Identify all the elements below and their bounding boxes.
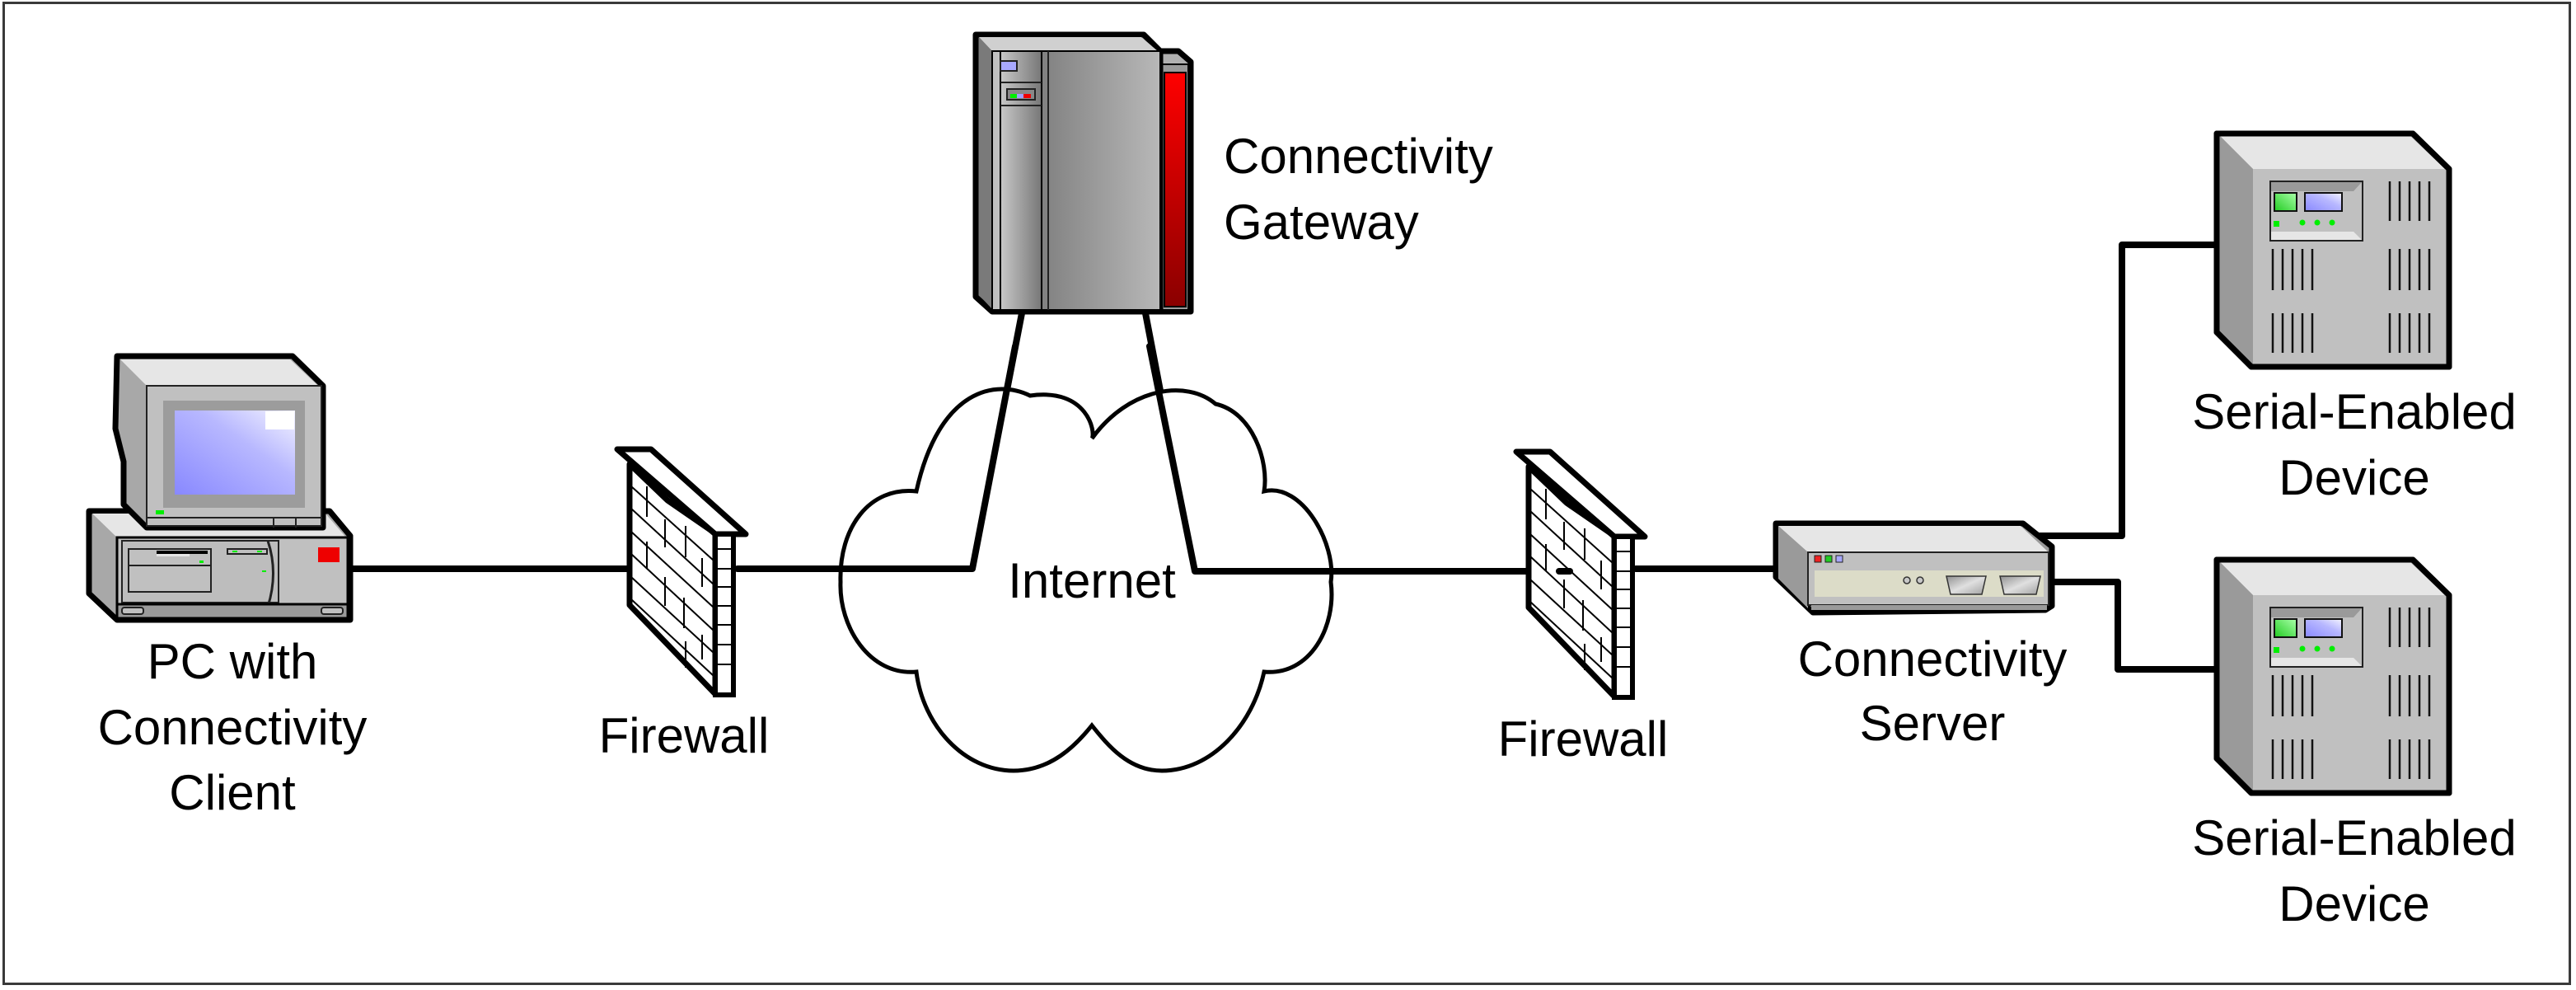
link-connserver-device-top	[2032, 242, 2224, 539]
serial-device-top-node[interactable]: Serial-Enabled Device	[2192, 130, 2517, 505]
conn-server-label-line-1: Connectivity	[1798, 631, 2068, 687]
link-gateway-internet-inner	[1146, 343, 1342, 575]
gateway-label-line-2: Gateway	[1224, 195, 1419, 250]
desktop-computer-icon	[86, 353, 354, 623]
pc-label-line-3: Client	[169, 765, 296, 820]
serial-device-icon	[2213, 556, 2452, 796]
device-bottom-label-line-2: Device	[2279, 876, 2429, 931]
conn-server-label-line-2: Server	[1860, 696, 2006, 751]
link-firewall-internet-inner	[833, 343, 1019, 572]
mainframe-server-icon	[972, 31, 1194, 315]
gateway-label-line-1: Connectivity	[1224, 129, 1493, 184]
internet-node[interactable]: Internet	[838, 387, 1334, 773]
device-top-label-line-1: Serial-Enabled	[2192, 384, 2517, 439]
firewall-right-label: Firewall	[1498, 711, 1669, 767]
gateway-node[interactable]: Connectivity Gateway	[972, 31, 1493, 315]
pc-node[interactable]: PC with Connectivity Client	[86, 353, 368, 820]
firewall-brick-wall-icon	[1513, 448, 1648, 700]
link-connserver-device-bottom	[2049, 579, 2224, 673]
cloud-icon	[838, 387, 1334, 773]
firewall-right-node[interactable]: Firewall	[1498, 448, 1669, 767]
device-top-label-line-2: Device	[2279, 450, 2429, 505]
internet-label: Internet	[1008, 553, 1176, 608]
firewall-brick-wall-icon	[614, 446, 749, 697]
device-bottom-label-line-1: Serial-Enabled	[2192, 810, 2517, 866]
firewall-left-node[interactable]: Firewall	[599, 446, 770, 763]
serial-device-bottom-node[interactable]: Serial-Enabled Device	[2192, 556, 2517, 931]
serial-device-icon	[2213, 130, 2452, 370]
conn-server-node[interactable]: Connectivity Server	[1773, 520, 2068, 751]
cloud-internal-lines	[833, 343, 1342, 575]
firewall-left-label: Firewall	[599, 708, 770, 763]
pc-label-line-1: PC with	[148, 634, 318, 689]
network-appliance-icon	[1773, 520, 2055, 616]
pc-label-line-2: Connectivity	[98, 700, 368, 755]
